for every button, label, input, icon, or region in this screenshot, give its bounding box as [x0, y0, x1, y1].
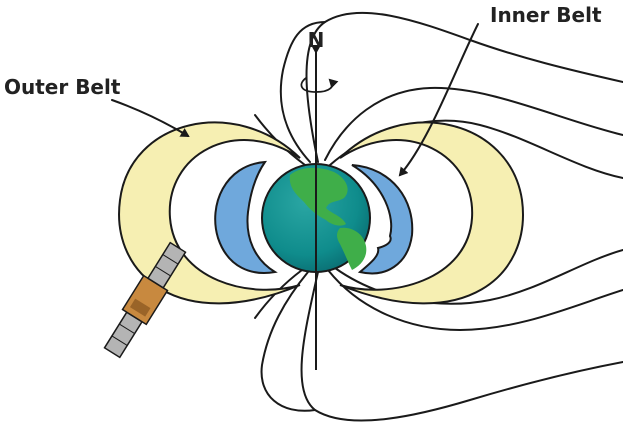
inner-belt-label: Inner Belt — [490, 3, 602, 27]
outer-belt-label: Outer Belt — [4, 75, 121, 99]
north-label: N — [308, 28, 325, 52]
